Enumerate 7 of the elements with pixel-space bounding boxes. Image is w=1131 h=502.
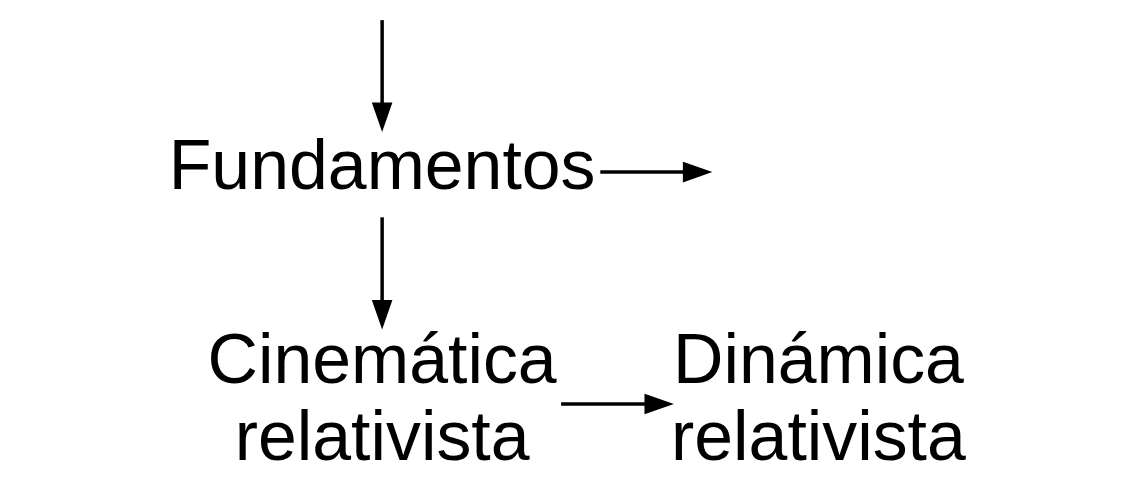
arrow	[371, 217, 392, 330]
arrow	[560, 393, 674, 415]
arrow	[371, 20, 392, 132]
node-text: Dinámica relativista	[670, 319, 966, 475]
node-text: Fundamentos	[168, 126, 596, 205]
node-text: Cinemática relativista	[207, 319, 557, 475]
arrow	[599, 161, 712, 183]
